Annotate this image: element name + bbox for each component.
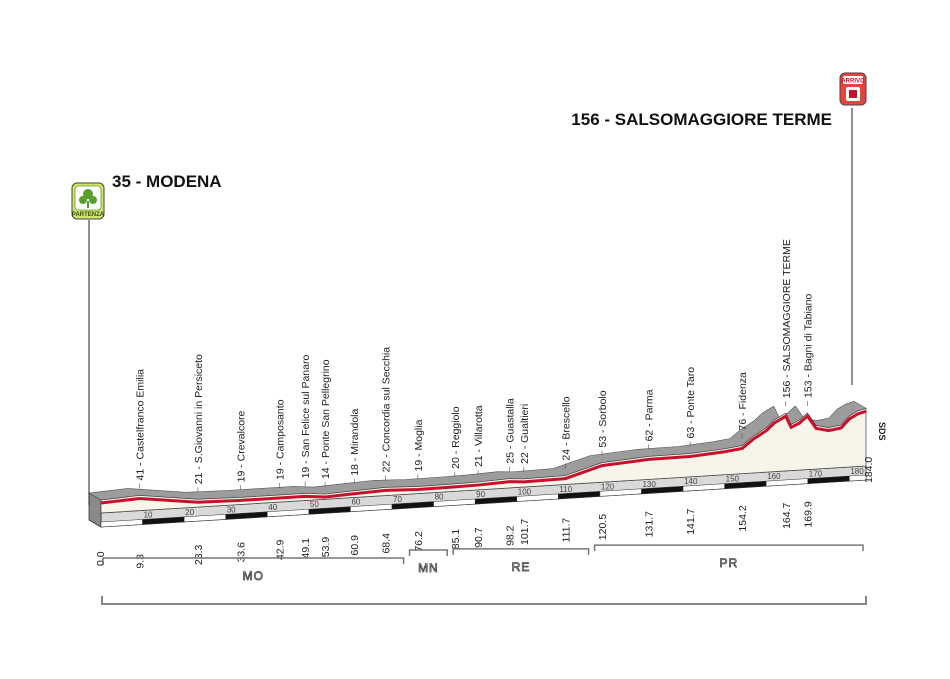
town-label: 53 - Sorbolo bbox=[597, 390, 609, 447]
town-km-label: 68.4 bbox=[380, 533, 392, 554]
finish-sep: - bbox=[600, 110, 615, 129]
km-strip bbox=[100, 474, 867, 528]
town-label: 63 - Ponte Taro bbox=[685, 367, 697, 439]
finish-badge: ARRIVO bbox=[839, 72, 867, 106]
province-label: MN bbox=[418, 561, 439, 575]
distance-tick: 70 bbox=[393, 495, 402, 504]
distance-tick: 10 bbox=[144, 510, 153, 519]
distance-tick: 30 bbox=[227, 505, 236, 514]
distance-bracket bbox=[101, 596, 867, 605]
town-km-label: 98.2 bbox=[504, 525, 516, 546]
town-label: 18 - Mirandola bbox=[349, 409, 361, 476]
route-line bbox=[100, 409, 867, 505]
town-km-label: 53.9 bbox=[320, 537, 332, 558]
finish-badge-label: ARRIVO bbox=[841, 79, 865, 85]
town-km-label: 169.9 bbox=[802, 501, 814, 527]
distance-tick: 180 bbox=[850, 467, 864, 476]
town-label: 156 - SALSOMAGGIORE TERME bbox=[781, 239, 793, 398]
town-km-label: 60.9 bbox=[349, 535, 361, 556]
finish-name: SALSOMAGGIORE TERME bbox=[615, 110, 832, 129]
town-km-label: 76.2 bbox=[413, 531, 425, 552]
finish-flag-icon bbox=[846, 87, 860, 101]
side-label: SDS bbox=[877, 422, 887, 441]
distance-tick: 130 bbox=[642, 480, 656, 489]
distance-tick: 140 bbox=[684, 477, 698, 486]
distance-tick: 50 bbox=[310, 500, 319, 509]
town-km-label: 9.3 bbox=[135, 554, 147, 569]
distance-tick: 120 bbox=[601, 482, 615, 491]
town-labels: 41 - Castelfranco Emilia 21 - S.Giovanni … bbox=[135, 239, 814, 493]
distance-tick: 80 bbox=[435, 493, 444, 502]
town-label: 25 - Guastalla bbox=[504, 398, 516, 464]
distance-ticks: 10 20 30 40 50 60 70 80 90 100 110 120 130 140 150 160 1… bbox=[144, 467, 865, 519]
distance-tick: 100 bbox=[518, 487, 532, 496]
distance-tick: 110 bbox=[559, 485, 572, 494]
town-km-label: 131.7 bbox=[644, 511, 656, 537]
distance-tick: 60 bbox=[351, 498, 360, 507]
town-label: 153 - Bagni di Tabiano bbox=[802, 294, 814, 398]
province-bracket bbox=[408, 549, 448, 557]
distance-tick: 170 bbox=[809, 470, 823, 479]
town-km-label: 164.7 bbox=[781, 502, 793, 528]
town-km-label: 33.6 bbox=[236, 542, 248, 563]
distance-tick: 20 bbox=[185, 508, 194, 517]
distance-tick: 90 bbox=[476, 490, 485, 499]
town-label: 41 - Castelfranco Emilia bbox=[135, 369, 147, 481]
town-km-label: 42.9 bbox=[274, 539, 286, 560]
town-label: 22 - Gualtieri bbox=[519, 404, 531, 464]
province-bracket bbox=[102, 557, 405, 564]
start-km-label: 0.0 bbox=[95, 551, 107, 566]
town-label: 22 - Concordia sul Secchia bbox=[380, 347, 392, 473]
town-km-label: 141.7 bbox=[685, 508, 697, 534]
tree-icon bbox=[79, 189, 97, 208]
start-name: MODENA bbox=[146, 172, 222, 191]
town-km-label: 23.3 bbox=[193, 544, 205, 565]
town-label: 24 - Brescello bbox=[560, 396, 572, 460]
start-sep: - bbox=[131, 172, 146, 191]
distance-tick: 40 bbox=[268, 503, 277, 512]
town-label: 20 - Reggiolo bbox=[450, 406, 462, 469]
town-km-label: 111.7 bbox=[560, 518, 572, 543]
finish-altitude-name: 156 - SALSOMAGGIORE TERME bbox=[571, 110, 832, 129]
town-km-label: 85.1 bbox=[450, 529, 462, 550]
town-label: 62 - Parma bbox=[644, 389, 656, 441]
town-label: 21 - S.Giovanni in Persiceto bbox=[193, 354, 205, 484]
town-label: 19 - Moglia bbox=[413, 419, 425, 471]
end-km-label: 184.0 bbox=[863, 457, 875, 483]
town-label: 19 - Crevalcore bbox=[236, 410, 248, 482]
km-labels: 9.3 23.3 33.6 42.9 49.1 53.9 60.9 68.4 76.2 85.1 9… bbox=[135, 501, 815, 568]
km-strip-segment bbox=[849, 474, 867, 482]
start-badge-label: PARTENZA bbox=[72, 212, 105, 218]
start-altitude: 35 bbox=[112, 172, 131, 191]
distance-tick: 150 bbox=[726, 475, 740, 484]
town-km-label: 90.7 bbox=[473, 527, 485, 548]
province-bracket bbox=[452, 548, 590, 555]
finish-altitude: 156 bbox=[571, 110, 599, 129]
town-label: 14 - Ponte San Pellegrino bbox=[320, 359, 332, 479]
town-label: 19 - Camposanto bbox=[274, 399, 286, 480]
province-label: MO bbox=[243, 569, 264, 583]
start-badge: PARTENZA bbox=[71, 182, 105, 220]
province-bracket bbox=[593, 544, 864, 552]
start-altitude-name: 35 - MODENA bbox=[112, 172, 222, 191]
province-label: PR bbox=[719, 556, 738, 570]
province-label: RE bbox=[512, 560, 531, 574]
town-km-label: 120.5 bbox=[597, 514, 609, 540]
profile-wall bbox=[100, 407, 867, 514]
town-km-label: 49.1 bbox=[300, 538, 312, 559]
town-km-label: 154.2 bbox=[737, 505, 749, 531]
province-bar: MO MN RE PR bbox=[102, 544, 864, 583]
town-label: 76 - Fidenza bbox=[737, 372, 749, 431]
town-label: 21 - Villarotta bbox=[473, 405, 485, 467]
town-km-label: 101.7 bbox=[519, 519, 531, 545]
town-label: 19 - San Felice sul Panaro bbox=[300, 355, 312, 479]
distance-tick: 160 bbox=[767, 472, 781, 481]
